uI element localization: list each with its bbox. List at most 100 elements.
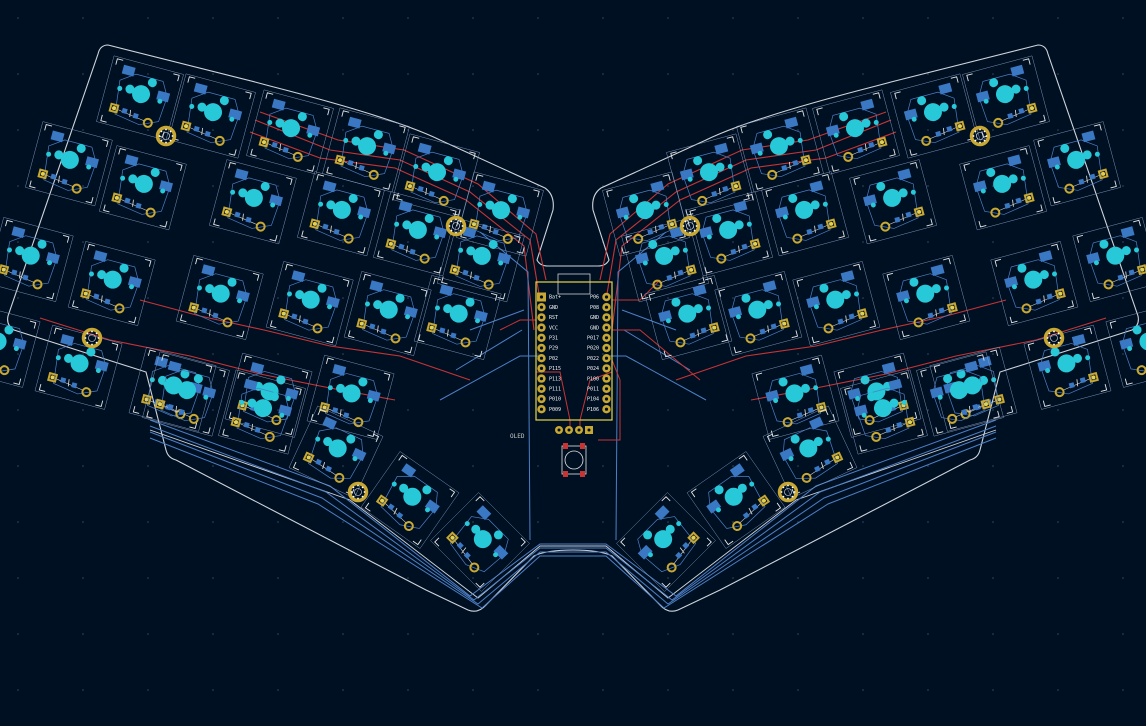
- grid-dot: [602, 129, 604, 131]
- diode-pad-fill: [40, 171, 45, 176]
- grid-dot: [732, 17, 734, 19]
- switch-peg: [1023, 85, 1029, 91]
- switch-peg: [517, 214, 523, 220]
- switch-peg: [129, 284, 135, 290]
- grid-dot: [277, 577, 279, 579]
- switch-pin: [471, 524, 481, 534]
- hotswap-pad: [762, 280, 777, 293]
- diode-silk: [7, 271, 35, 283]
- switch-peg: [6, 247, 12, 253]
- grid-dot: [1122, 409, 1124, 411]
- grid-dot: [407, 409, 409, 411]
- switch-pin: [193, 374, 203, 384]
- diode-smd-pad: [315, 458, 322, 466]
- key-footprint-body: [209, 159, 297, 245]
- controller-pin: P022: [587, 354, 611, 363]
- hotswap-pad: [938, 82, 953, 95]
- grid-dot: [667, 73, 669, 75]
- key-internal-trace: [682, 151, 736, 204]
- switch-pin: [790, 434, 800, 444]
- grid-dot: [862, 185, 864, 187]
- diode-bar: [1012, 199, 1014, 207]
- key-courtyard: [132, 349, 213, 430]
- grid-dot: [927, 241, 929, 243]
- key-courtyard: [894, 76, 974, 156]
- diode-pad-round: [292, 151, 303, 162]
- switch-peg: [977, 381, 983, 387]
- key-footprint-body: [686, 451, 786, 549]
- key-footprint-body: [1105, 302, 1146, 388]
- key-footprint: [168, 73, 256, 159]
- switch-center-hole: [282, 119, 301, 138]
- diode-pad-square: [0, 264, 10, 276]
- diode-pad-square: [757, 494, 771, 507]
- grid-dot: [797, 353, 799, 355]
- grid-dot: [407, 577, 409, 579]
- key-footprint-body: [373, 191, 461, 277]
- diode-smd-pad: [837, 318, 844, 325]
- diode-smd-pad: [271, 141, 278, 149]
- diode-smd-pad: [358, 164, 365, 172]
- switch-peg: [813, 304, 819, 310]
- switch-peg: [327, 304, 333, 310]
- diode-silk: [230, 213, 258, 225]
- key-internal-trace: [236, 387, 290, 440]
- diode-bar: [1086, 175, 1088, 183]
- switch-peg: [1020, 175, 1026, 181]
- diode-bar: [865, 143, 867, 152]
- key-internal-trace: [708, 475, 766, 529]
- diode-smd-pad: [796, 412, 803, 419]
- controller-pin: Bat+: [537, 292, 561, 302]
- switch-pin: [693, 156, 703, 166]
- key-silk-box: [209, 159, 297, 245]
- key-footprint: [959, 145, 1047, 231]
- controller-pin: P024: [587, 364, 611, 373]
- switch-center-hole: [923, 103, 942, 122]
- diode-smd-pad: [1046, 293, 1053, 300]
- diode-pad-round: [71, 183, 82, 194]
- diode-silk: [1029, 295, 1057, 307]
- diode-silk: [56, 378, 83, 391]
- switch-peg: [229, 116, 235, 122]
- key-silk-box: [686, 451, 786, 549]
- key-footprint: [430, 492, 530, 592]
- diode-smd-pad: [806, 228, 813, 235]
- switch-peg: [394, 221, 400, 227]
- switch-pin: [86, 347, 96, 357]
- switch-pin: [4, 325, 14, 335]
- switch-pin: [788, 193, 798, 203]
- grid-dot: [407, 633, 409, 635]
- controller-pin: GND: [590, 323, 611, 332]
- switch-pin: [867, 392, 877, 402]
- key-internal-trace: [701, 209, 755, 261]
- key-internal-trace: [906, 91, 960, 144]
- controller-pin-label: P02: [549, 356, 558, 362]
- diode-pad-square: [1087, 371, 1099, 383]
- diode-bar: [902, 213, 904, 221]
- controller-pin-label: P113: [549, 376, 561, 382]
- key-footprint: [666, 133, 754, 219]
- grid-dot: [732, 129, 734, 131]
- grid-dot: [602, 633, 604, 635]
- key-footprint: [413, 275, 502, 360]
- diode-silk: [929, 127, 956, 140]
- switch-pin: [346, 434, 356, 444]
- switch-center-hole: [719, 220, 738, 239]
- grid-dot: [602, 465, 604, 467]
- diode-bar: [969, 405, 971, 414]
- diode-pad-square: [1097, 168, 1109, 180]
- key-courtyard: [396, 136, 476, 216]
- grid-dot: [342, 689, 344, 691]
- grid-dot: [1122, 241, 1124, 243]
- switch-pin: [97, 270, 107, 280]
- key-footprint: [246, 89, 334, 175]
- grid-dot: [17, 633, 19, 635]
- key-courtyard: [222, 372, 302, 452]
- diode-pad-square: [375, 494, 389, 507]
- key-internal-trace: [1039, 343, 1093, 395]
- switch-center-hole: [1067, 150, 1086, 169]
- switch-pin: [763, 130, 773, 140]
- key-courtyard: [1109, 305, 1146, 386]
- controller-pin-label: P011: [587, 387, 599, 393]
- grid-dot: [862, 353, 864, 355]
